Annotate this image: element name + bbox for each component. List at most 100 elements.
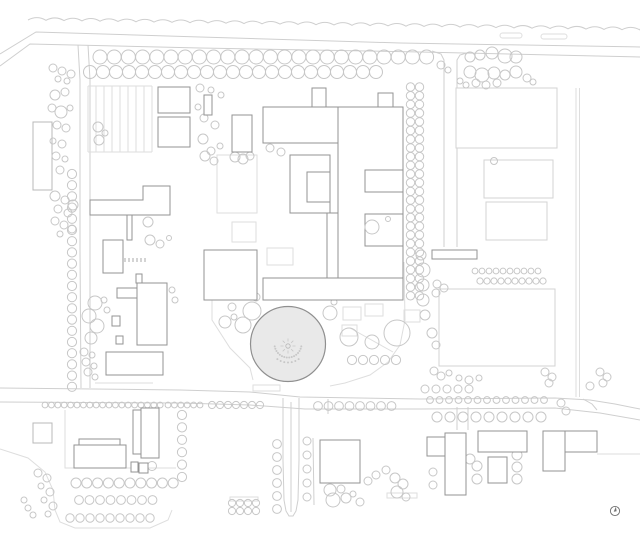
tree-icon	[116, 495, 126, 505]
tree-icon	[474, 49, 486, 61]
tree-icon	[55, 165, 65, 175]
tree-icon	[176, 422, 188, 433]
tree-icon	[247, 400, 257, 410]
tree-icon	[525, 277, 533, 285]
column-dot	[290, 355, 293, 358]
sun-ray	[290, 348, 294, 352]
tree-icon	[333, 49, 349, 65]
road	[77, 44, 82, 389]
tree-icon	[435, 396, 444, 404]
tree-icon	[79, 347, 89, 357]
tree-icon	[457, 411, 469, 423]
tree-icon	[405, 186, 416, 197]
tree-icon	[84, 331, 98, 345]
building	[78, 438, 121, 446]
tree-icon	[598, 378, 608, 388]
tree-icon	[176, 471, 188, 483]
plaza-rect	[341, 324, 358, 337]
column-dot	[297, 358, 300, 361]
context-building	[485, 201, 548, 241]
tree-icon	[102, 477, 114, 489]
focus-building-layer	[249, 305, 327, 383]
tree-icon	[414, 125, 425, 136]
tree-icon	[195, 83, 205, 93]
building	[138, 462, 149, 474]
tree-icon	[511, 461, 523, 473]
tree-icon	[470, 411, 482, 423]
tree-icon	[405, 82, 416, 92]
tree-icon	[532, 277, 540, 285]
tree-icon	[349, 490, 357, 498]
tree-icon	[272, 439, 282, 449]
tree-icon	[414, 151, 425, 162]
tree-icon	[118, 401, 126, 409]
column-dot	[295, 353, 298, 356]
building	[136, 282, 168, 346]
building	[262, 277, 404, 301]
tree-icon	[272, 452, 282, 462]
tree-icon	[291, 65, 305, 79]
tree-icon	[166, 235, 172, 241]
tree-icon	[54, 105, 68, 119]
north-needle	[613, 506, 617, 512]
tree-icon	[215, 400, 225, 410]
tree-icon	[509, 50, 523, 64]
tree-icon	[414, 143, 425, 153]
tree-icon	[414, 195, 425, 205]
tree-icon	[476, 277, 484, 285]
tree-icon	[251, 506, 261, 516]
tree-icon	[200, 65, 214, 79]
tree-icon	[529, 78, 537, 86]
column-dot	[290, 361, 293, 364]
tree-icon	[431, 384, 441, 394]
context-building	[438, 288, 556, 367]
tree-icon	[511, 396, 520, 404]
tree-icon	[167, 477, 179, 489]
tree-icon	[383, 319, 411, 347]
tree-icon	[227, 498, 237, 508]
tree-icon	[243, 498, 253, 508]
tree-icon	[147, 495, 158, 505]
tree-icon	[506, 267, 514, 275]
tree-icon	[416, 278, 430, 292]
column-dot	[294, 359, 297, 362]
tree-icon	[464, 396, 472, 404]
tree-icon	[209, 156, 219, 166]
tree-icon	[405, 117, 416, 127]
tree-icon	[155, 239, 165, 249]
tree-icon	[210, 120, 220, 130]
building	[132, 409, 142, 455]
tree-icon	[41, 401, 49, 409]
tree-icon	[405, 160, 416, 171]
tree-icon	[305, 49, 321, 65]
tree-icon	[415, 262, 431, 278]
tree-icon	[126, 495, 137, 505]
tree-icon	[81, 477, 93, 489]
tree-icon	[355, 401, 365, 411]
tree-icon	[442, 384, 452, 394]
tree-icon	[405, 91, 416, 101]
tree-icon	[213, 65, 227, 79]
tree-icon	[509, 65, 523, 79]
building	[564, 430, 598, 453]
tree-icon	[397, 478, 409, 490]
tree-icon	[462, 81, 470, 89]
tree-icon	[405, 151, 416, 162]
plaza-rect	[252, 384, 281, 392]
sun-ray	[282, 348, 286, 352]
tree-icon	[95, 495, 105, 505]
tree-icon	[60, 87, 70, 97]
tree-icon	[595, 367, 605, 377]
tree-icon	[105, 513, 115, 523]
context-building	[483, 159, 554, 199]
tree-icon	[66, 292, 78, 303]
tree-icon	[33, 468, 43, 478]
tree-icon	[405, 99, 416, 110]
tree-icon	[92, 401, 100, 409]
column-dot	[283, 361, 286, 364]
tree-icon	[414, 160, 425, 171]
tree-icon	[405, 195, 416, 205]
tree-icon	[148, 65, 162, 79]
tree-icon	[431, 411, 443, 423]
plaza-rect	[364, 303, 384, 317]
